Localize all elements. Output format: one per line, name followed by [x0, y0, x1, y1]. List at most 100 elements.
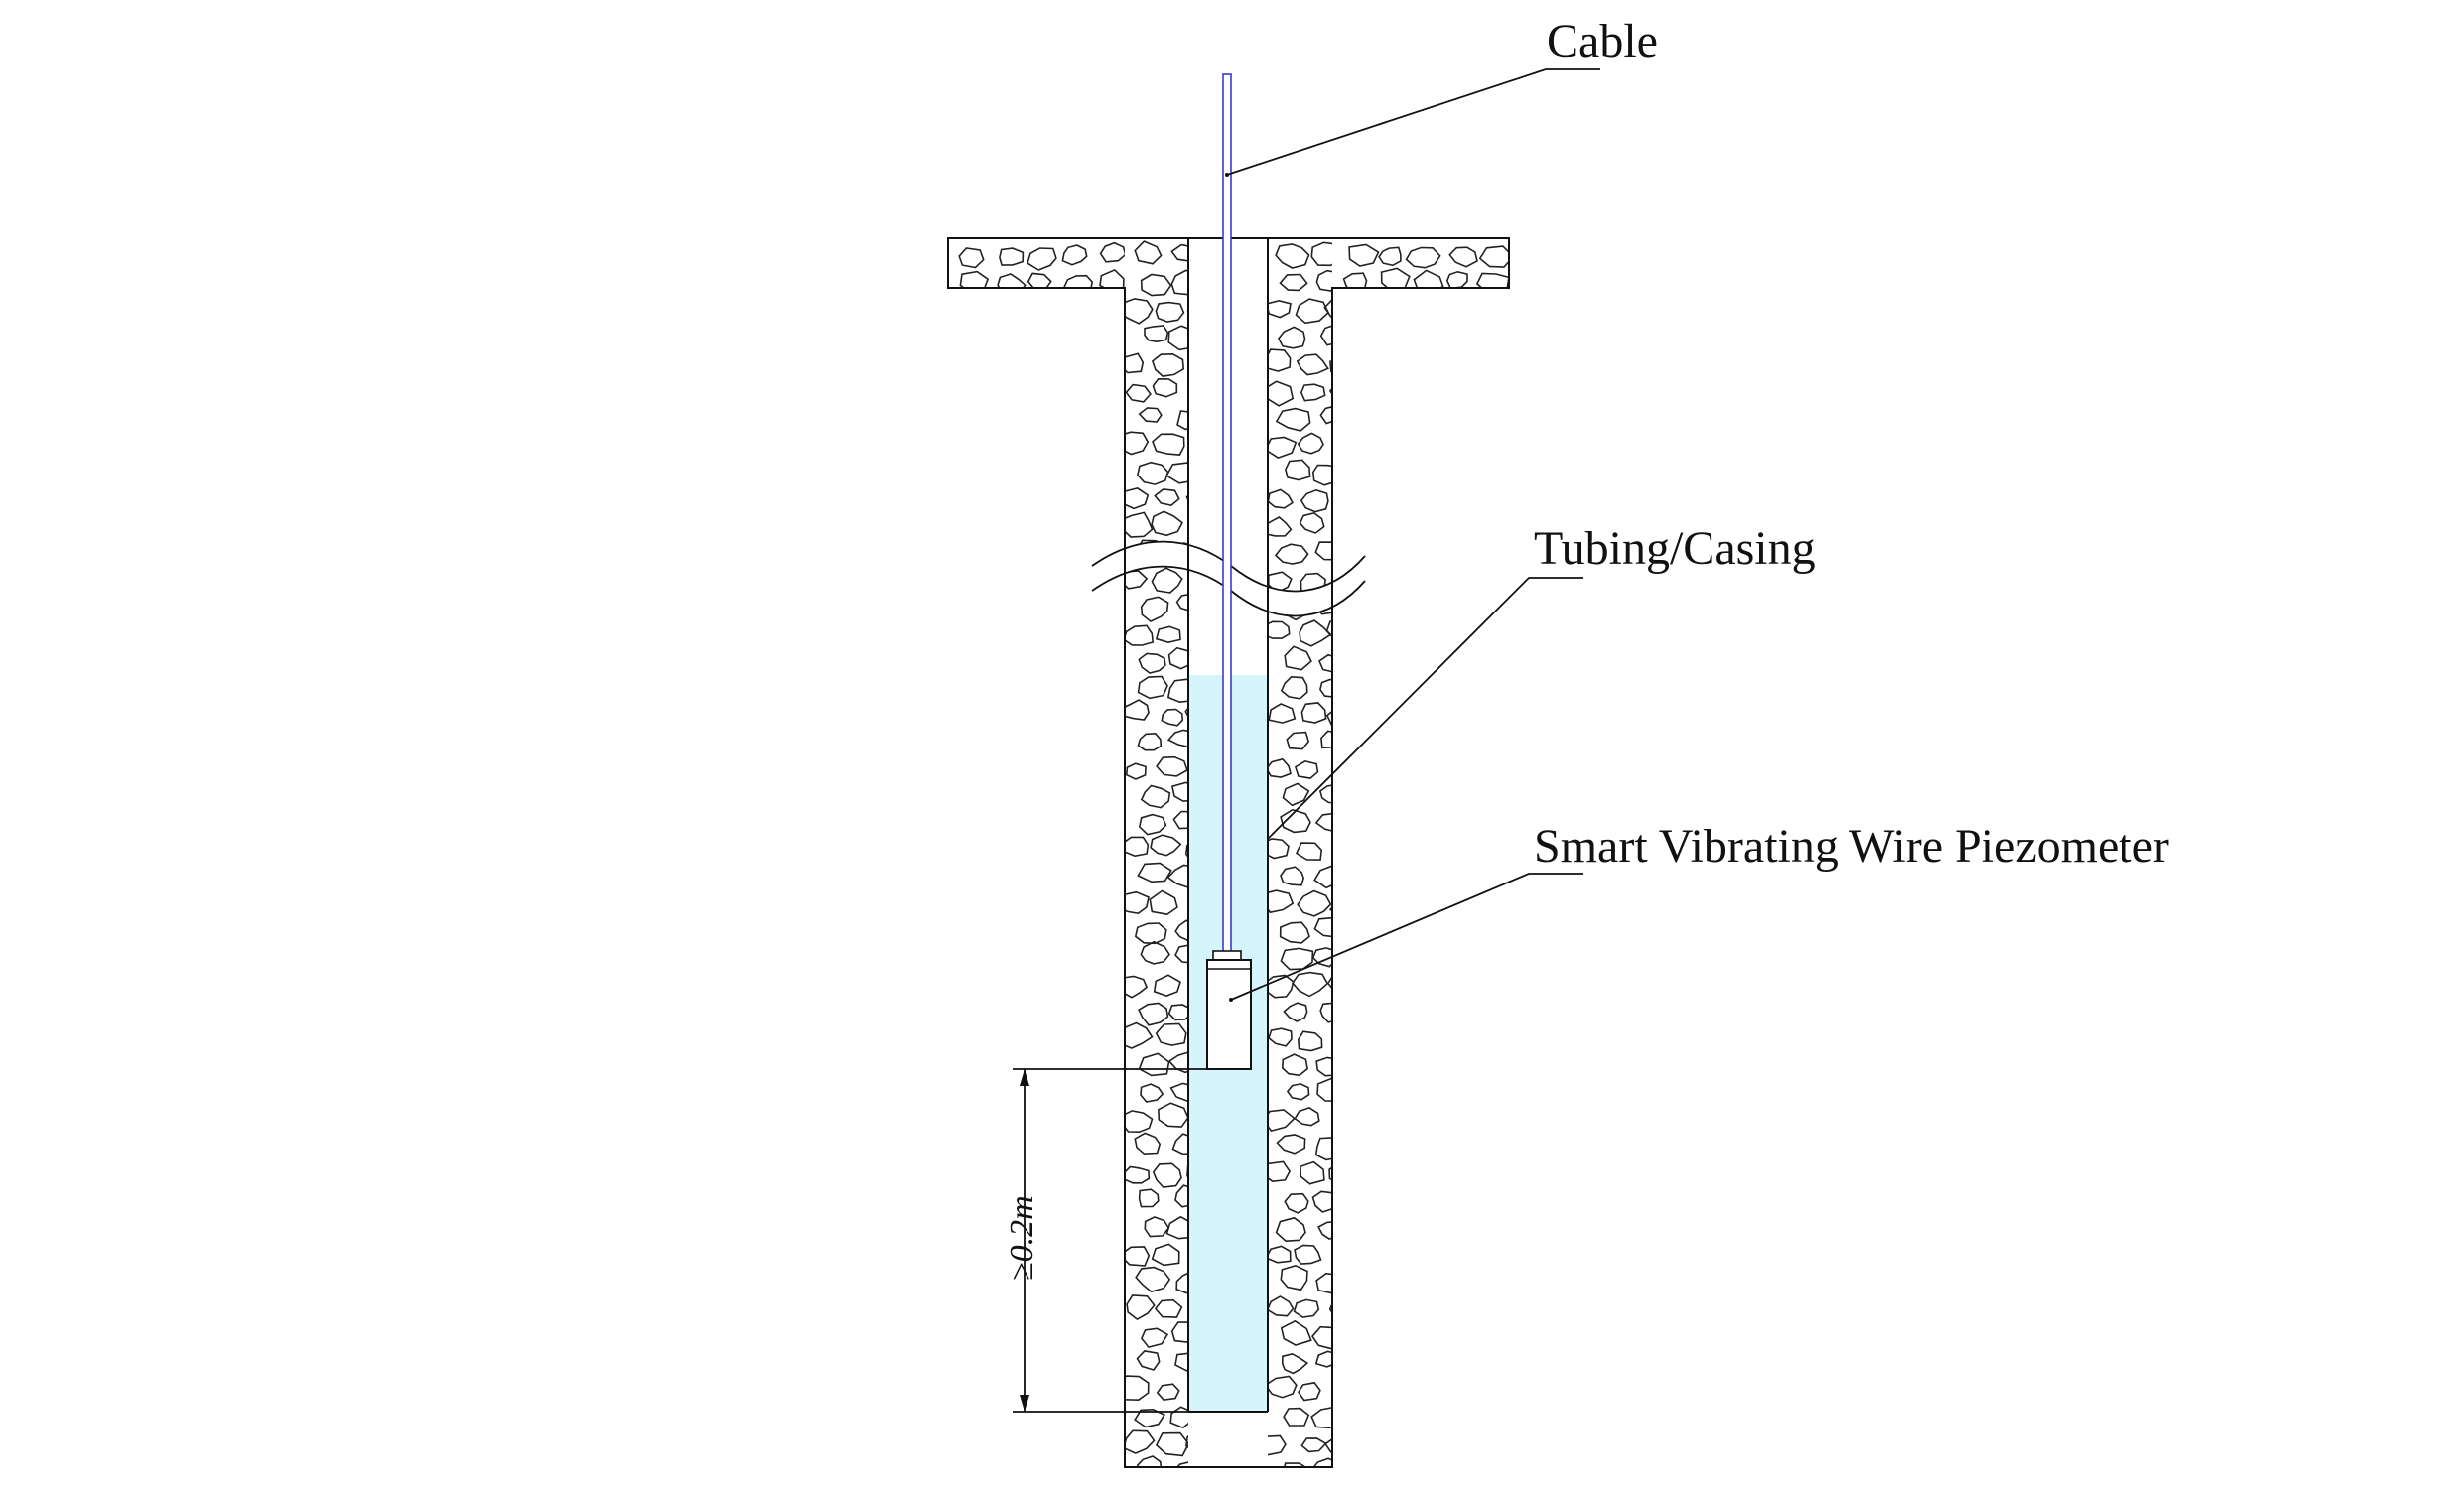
aggregate-stone: [1152, 1162, 1182, 1188]
aggregate-stone: [1140, 784, 1171, 809]
aggregate-stone: [1165, 462, 1188, 484]
aggregate-stone: [1280, 866, 1305, 886]
aggregate-stone: [1176, 410, 1188, 431]
aggregate-stone: [1175, 593, 1188, 612]
aggregate-stone: [1268, 703, 1297, 724]
aggregate-stone: [1319, 1002, 1332, 1023]
aggregate-stone: [1268, 1375, 1298, 1399]
aggregate-stone: [1295, 842, 1323, 861]
aggregate-stone: [1174, 1184, 1188, 1208]
aggregate-stone: [1138, 1002, 1169, 1026]
aggregate-stone: [1125, 624, 1155, 646]
dimension-label: ≥0.2m: [1004, 1195, 1040, 1281]
aggregate-stone: [1268, 516, 1293, 537]
aggregate-stone: [1274, 543, 1309, 565]
aggregate-stone: [1297, 432, 1324, 455]
aggregate-stone: [1155, 1022, 1187, 1046]
aggregate-stone: [1328, 1166, 1332, 1181]
aggregate-stone: [1194, 514, 1220, 532]
aggregate-stone: [1334, 515, 1361, 535]
aggregate-stone: [958, 247, 985, 269]
aggregate-stone: [1099, 241, 1125, 263]
aggregate-stone: [1268, 488, 1294, 509]
aggregate-stone: [1325, 620, 1332, 638]
aggregate-stone: [1150, 834, 1182, 857]
aggregate-stone: [1300, 383, 1326, 402]
aggregate-stone: [1323, 298, 1332, 318]
aggregate-stone: [1125, 570, 1149, 590]
aggregate-stone: [1323, 1437, 1332, 1454]
aggregate-stone: [1152, 377, 1178, 398]
aggregate-stone: [1315, 269, 1332, 292]
aggregate-stone: [1318, 784, 1332, 804]
aggregate-stone: [1275, 243, 1310, 269]
aggregate-stone: [1166, 678, 1188, 704]
piezometer-body: [1206, 959, 1252, 1070]
aggregate-stone: [1280, 1319, 1312, 1346]
aggregate-stone: [1137, 1455, 1163, 1467]
aggregate-stone: [1125, 1375, 1150, 1402]
aggregate-stone: [1413, 269, 1444, 288]
aggregate-stone: [1275, 1216, 1306, 1243]
aggregate-stone: [1268, 1160, 1292, 1183]
aggregate-stone: [1125, 1246, 1151, 1267]
aggregate-stone: [1140, 1083, 1164, 1103]
aggregate-stone: [1153, 974, 1181, 997]
aggregate-stone: [1175, 1272, 1188, 1294]
aggregate-stone: [1125, 511, 1154, 538]
aggregate-stone: [1156, 755, 1188, 777]
aggregate-stone: [1174, 944, 1188, 964]
aggregate-stone: [1134, 240, 1163, 265]
aggregate-stone: [1155, 625, 1181, 644]
aggregate-stone: [1297, 1030, 1323, 1052]
aggregate-stone: [1125, 431, 1150, 456]
cable-leader-dot: [1225, 173, 1229, 177]
aggregate-stone: [1335, 760, 1359, 781]
aggregate-stone: [1314, 1350, 1332, 1368]
aggregate-stone: [1170, 269, 1188, 296]
aggregate-stone: [1167, 1004, 1188, 1021]
aggregate-stone: [1135, 1266, 1171, 1293]
aggregate-stone: [1283, 1407, 1310, 1427]
aggregate-stone: [1315, 1272, 1332, 1294]
aggregate-stone: [1475, 272, 1509, 288]
aggregate-stone: [1284, 645, 1312, 671]
aggregate-stone: [1151, 567, 1183, 594]
aggregate-stone: [997, 273, 1027, 288]
aggregate-stone: [1268, 380, 1295, 407]
aggregate-stone: [1125, 1021, 1154, 1049]
aggregate-stone: [1317, 1221, 1332, 1240]
aggregate-stone: [1125, 487, 1150, 510]
aggregate-stone: [1125, 298, 1154, 325]
aggregate-stone: [1165, 1215, 1188, 1240]
aggregate-stone: [1125, 383, 1152, 403]
aggregate-stone: [1138, 1188, 1160, 1208]
aggregate-cap-right: [1342, 243, 1509, 288]
aggregate-stone: [1125, 836, 1150, 858]
aggregate-stone: [1319, 325, 1332, 346]
aggregate-wall-right: [1268, 241, 1365, 1467]
aggregate-stone: [1192, 436, 1218, 458]
aggregate-stone: [1268, 889, 1295, 914]
aggregate-stone: [1342, 272, 1368, 288]
aggregate-stone: [1151, 352, 1185, 377]
aggregate-stone: [1268, 1027, 1293, 1047]
aggregate-stone: [1193, 382, 1219, 403]
aggregate-stone: [1174, 919, 1188, 942]
aggregate-stone: [1280, 1264, 1308, 1291]
aggregate-stone: [1125, 699, 1150, 721]
aggregate-stone: [1137, 732, 1163, 751]
aggregate-stone: [1296, 353, 1329, 376]
aggregate-stone: [1298, 1381, 1321, 1402]
aggregate-stone: [1328, 905, 1332, 912]
aggregate-stone: [1138, 407, 1163, 423]
dimension-arrow-bottom: [1020, 1395, 1029, 1412]
aggregate-stone: [1297, 889, 1332, 917]
aggregate-stone: [1062, 274, 1094, 288]
aggregate-stone: [1134, 1132, 1162, 1155]
aggregate-stone: [1152, 433, 1185, 456]
aggregate-stone: [1329, 359, 1332, 373]
aggregate-stone: [1337, 1027, 1365, 1045]
aggregate-stone: [999, 247, 1025, 266]
tubing-label: Tubing/Casing: [1534, 522, 1816, 575]
